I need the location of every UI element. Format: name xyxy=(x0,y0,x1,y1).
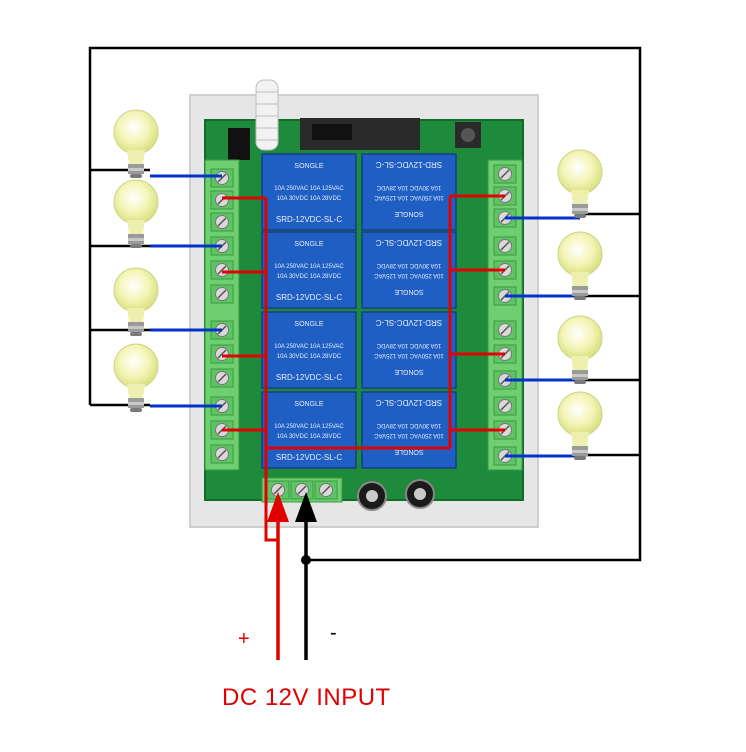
blue-wiring xyxy=(150,174,580,458)
capacitor xyxy=(405,479,435,509)
relay-brand-text: SONGLE xyxy=(294,241,324,248)
negative-label: - xyxy=(330,622,337,644)
relay-rating-text: 10A 30VDC 10A 28VDC xyxy=(376,262,441,268)
relay-brand-text: SONGLE xyxy=(394,210,424,217)
lamp-left-3 xyxy=(113,267,159,337)
relay-2: SONGLE 10A 250VAC 10A 125VAC 10A 30VDC 10A… xyxy=(361,153,457,231)
relay-rating-text: 10A 30VDC 10A 28VDC xyxy=(376,342,441,348)
negative-input-wire xyxy=(295,492,317,660)
relay-rating-text: 10A 30VDC 10A 28VDC xyxy=(277,196,342,202)
relay-model-text: SRD-12VDC-SL-C xyxy=(276,373,342,382)
lamp-left-4 xyxy=(113,343,159,413)
diagram-caption: DC 12V INPUT xyxy=(222,684,391,711)
relay-brand-text: SONGLE xyxy=(294,321,324,328)
relay-5: SONGLE 10A 250VAC 10A 125VAC 10A 30VDC 10A… xyxy=(261,311,357,389)
power-terminal xyxy=(261,477,343,503)
relay-model-text: SRD-12VDC-SL-C xyxy=(376,318,442,327)
relay-rating-text: 10A 250VAC 10A 125VAC xyxy=(274,424,344,430)
relay-8: SONGLE 10A 250VAC 10A 125VAC 10A 30VDC 10A… xyxy=(361,391,457,469)
relay-model-text: SRD-12VDC-SL-C xyxy=(276,215,342,224)
lamp-left-2 xyxy=(113,179,159,249)
relay-7: SONGLE 10A 250VAC 10A 125VAC 10A 30VDC 10A… xyxy=(261,391,357,469)
jumper-header xyxy=(228,128,250,160)
lamp-right-1 xyxy=(557,149,603,219)
relay-model-text: SRD-12VDC-SL-C xyxy=(376,238,442,247)
lamp-right-3 xyxy=(557,315,603,385)
lamp-left-1 xyxy=(113,109,159,179)
relay-brand-text: SONGLE xyxy=(394,448,424,455)
relay-1: SONGLE 10A 250VAC 10A 125VAC 10A 30VDC 10A… xyxy=(261,153,357,231)
relay-rating-text: 10A 250VAC 10A 125VAC xyxy=(374,194,444,200)
relay-rating-text: 10A 30VDC 10A 28VDC xyxy=(376,422,441,428)
red-wiring xyxy=(222,194,505,542)
relay-rating-text: 10A 250VAC 10A 125VAC xyxy=(274,264,344,270)
lamp-right-2 xyxy=(557,231,603,301)
relay-model-text: SRD-12VDC-SL-C xyxy=(376,160,442,169)
relay-model-text: SRD-12VDC-SL-C xyxy=(276,293,342,302)
positive-input-wire xyxy=(267,492,289,660)
relay-brand-text: SONGLE xyxy=(394,288,424,295)
relay-rating-text: 10A 250VAC 10A 125VAC xyxy=(274,344,344,350)
relay-4: SONGLE 10A 250VAC 10A 125VAC 10A 30VDC 10A… xyxy=(361,231,457,309)
left-terminal-strip xyxy=(204,159,240,471)
relay-brand-text: SONGLE xyxy=(294,401,324,408)
relay-rating-text: 10A 30VDC 10A 28VDC xyxy=(277,434,342,440)
relay-rating-text: 10A 250VAC 10A 125VAC xyxy=(374,432,444,438)
antenna-coil xyxy=(255,79,279,151)
relay-model-text: SRD-12VDC-SL-C xyxy=(376,398,442,407)
relay-rating-text: 10A 250VAC 10A 125VAC xyxy=(274,186,344,192)
relay-rating-text: 10A 30VDC 10A 28VDC xyxy=(277,274,342,280)
relay-rating-text: 10A 30VDC 10A 28VDC xyxy=(277,354,342,360)
lamp-right-4 xyxy=(557,391,603,461)
relay-brand-text: SONGLE xyxy=(394,368,424,375)
learn-button[interactable] xyxy=(455,122,481,148)
relay-rating-text: 10A 30VDC 10A 28VDC xyxy=(376,184,441,190)
relay-6: SONGLE 10A 250VAC 10A 125VAC 10A 30VDC 10A… xyxy=(361,311,457,389)
capacitor xyxy=(357,481,387,511)
positive-label: + xyxy=(238,628,250,650)
relay-rating-text: 10A 250VAC 10A 125VAC xyxy=(374,272,444,278)
relay-brand-text: SONGLE xyxy=(294,163,324,170)
relay-model-text: SRD-12VDC-SL-C xyxy=(276,453,342,462)
relay-rating-text: 10A 250VAC 10A 125VAC xyxy=(374,352,444,358)
relay-3: SONGLE 10A 250VAC 10A 125VAC 10A 30VDC 10A… xyxy=(261,231,357,309)
